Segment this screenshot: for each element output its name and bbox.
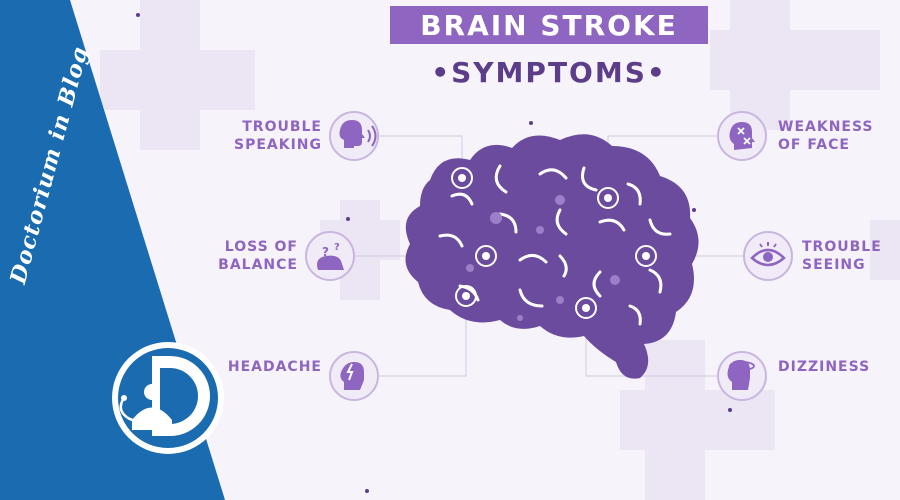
eye-icon (743, 231, 793, 281)
cross-shape (620, 340, 775, 500)
headache-lightning-icon (329, 351, 379, 401)
speaking-head-icon (329, 111, 379, 161)
label-dizziness: DIZZINESS (778, 359, 871, 375)
target-marker (597, 187, 619, 209)
dizzy-head-icon (717, 351, 767, 401)
blog-name-vertical: Doctorium in Blog (4, 30, 94, 300)
question-head-icon: ? ? (305, 231, 355, 281)
stethoscope-icon (119, 397, 146, 422)
face-weakness-icon (717, 111, 767, 161)
connector-line (378, 296, 467, 377)
symptom-icons: ? ? (305, 111, 793, 401)
cross-shape (870, 220, 900, 280)
label-weakness-of-face: WEAKNESS OF FACE (778, 119, 874, 153)
decorative-crosses (100, 0, 900, 500)
cross-shape (710, 0, 880, 130)
target-marker (475, 245, 497, 267)
label-trouble-speaking: TROUBLE SPEAKING (233, 119, 322, 153)
page-subtitle: •SYMPTOMS• (431, 56, 667, 89)
target-marker (455, 285, 477, 307)
doctorium-logo (112, 342, 224, 454)
brain-shape (405, 134, 699, 379)
label-trouble-seeing: TROUBLE SEEING (802, 239, 882, 273)
brain-illustration (405, 134, 699, 379)
svg-text:?: ? (322, 245, 329, 259)
target-marker (575, 297, 597, 319)
brain-spots (466, 195, 620, 321)
target-marker (451, 167, 473, 189)
label-loss-of-balance: LOSS OF BALANCE (218, 239, 298, 273)
page-title: BRAIN STROKE (420, 8, 678, 42)
brain-folds (438, 164, 672, 326)
blog-name: Doctorium in Blog (4, 43, 94, 287)
cross-shape (100, 0, 255, 150)
target-marker (635, 245, 657, 267)
title-banner: BRAIN STROKE (390, 6, 708, 44)
brain-markers (451, 167, 657, 319)
label-headache: HEADACHE (227, 359, 322, 375)
decorative-dots (136, 13, 732, 493)
svg-text:?: ? (334, 242, 340, 253)
